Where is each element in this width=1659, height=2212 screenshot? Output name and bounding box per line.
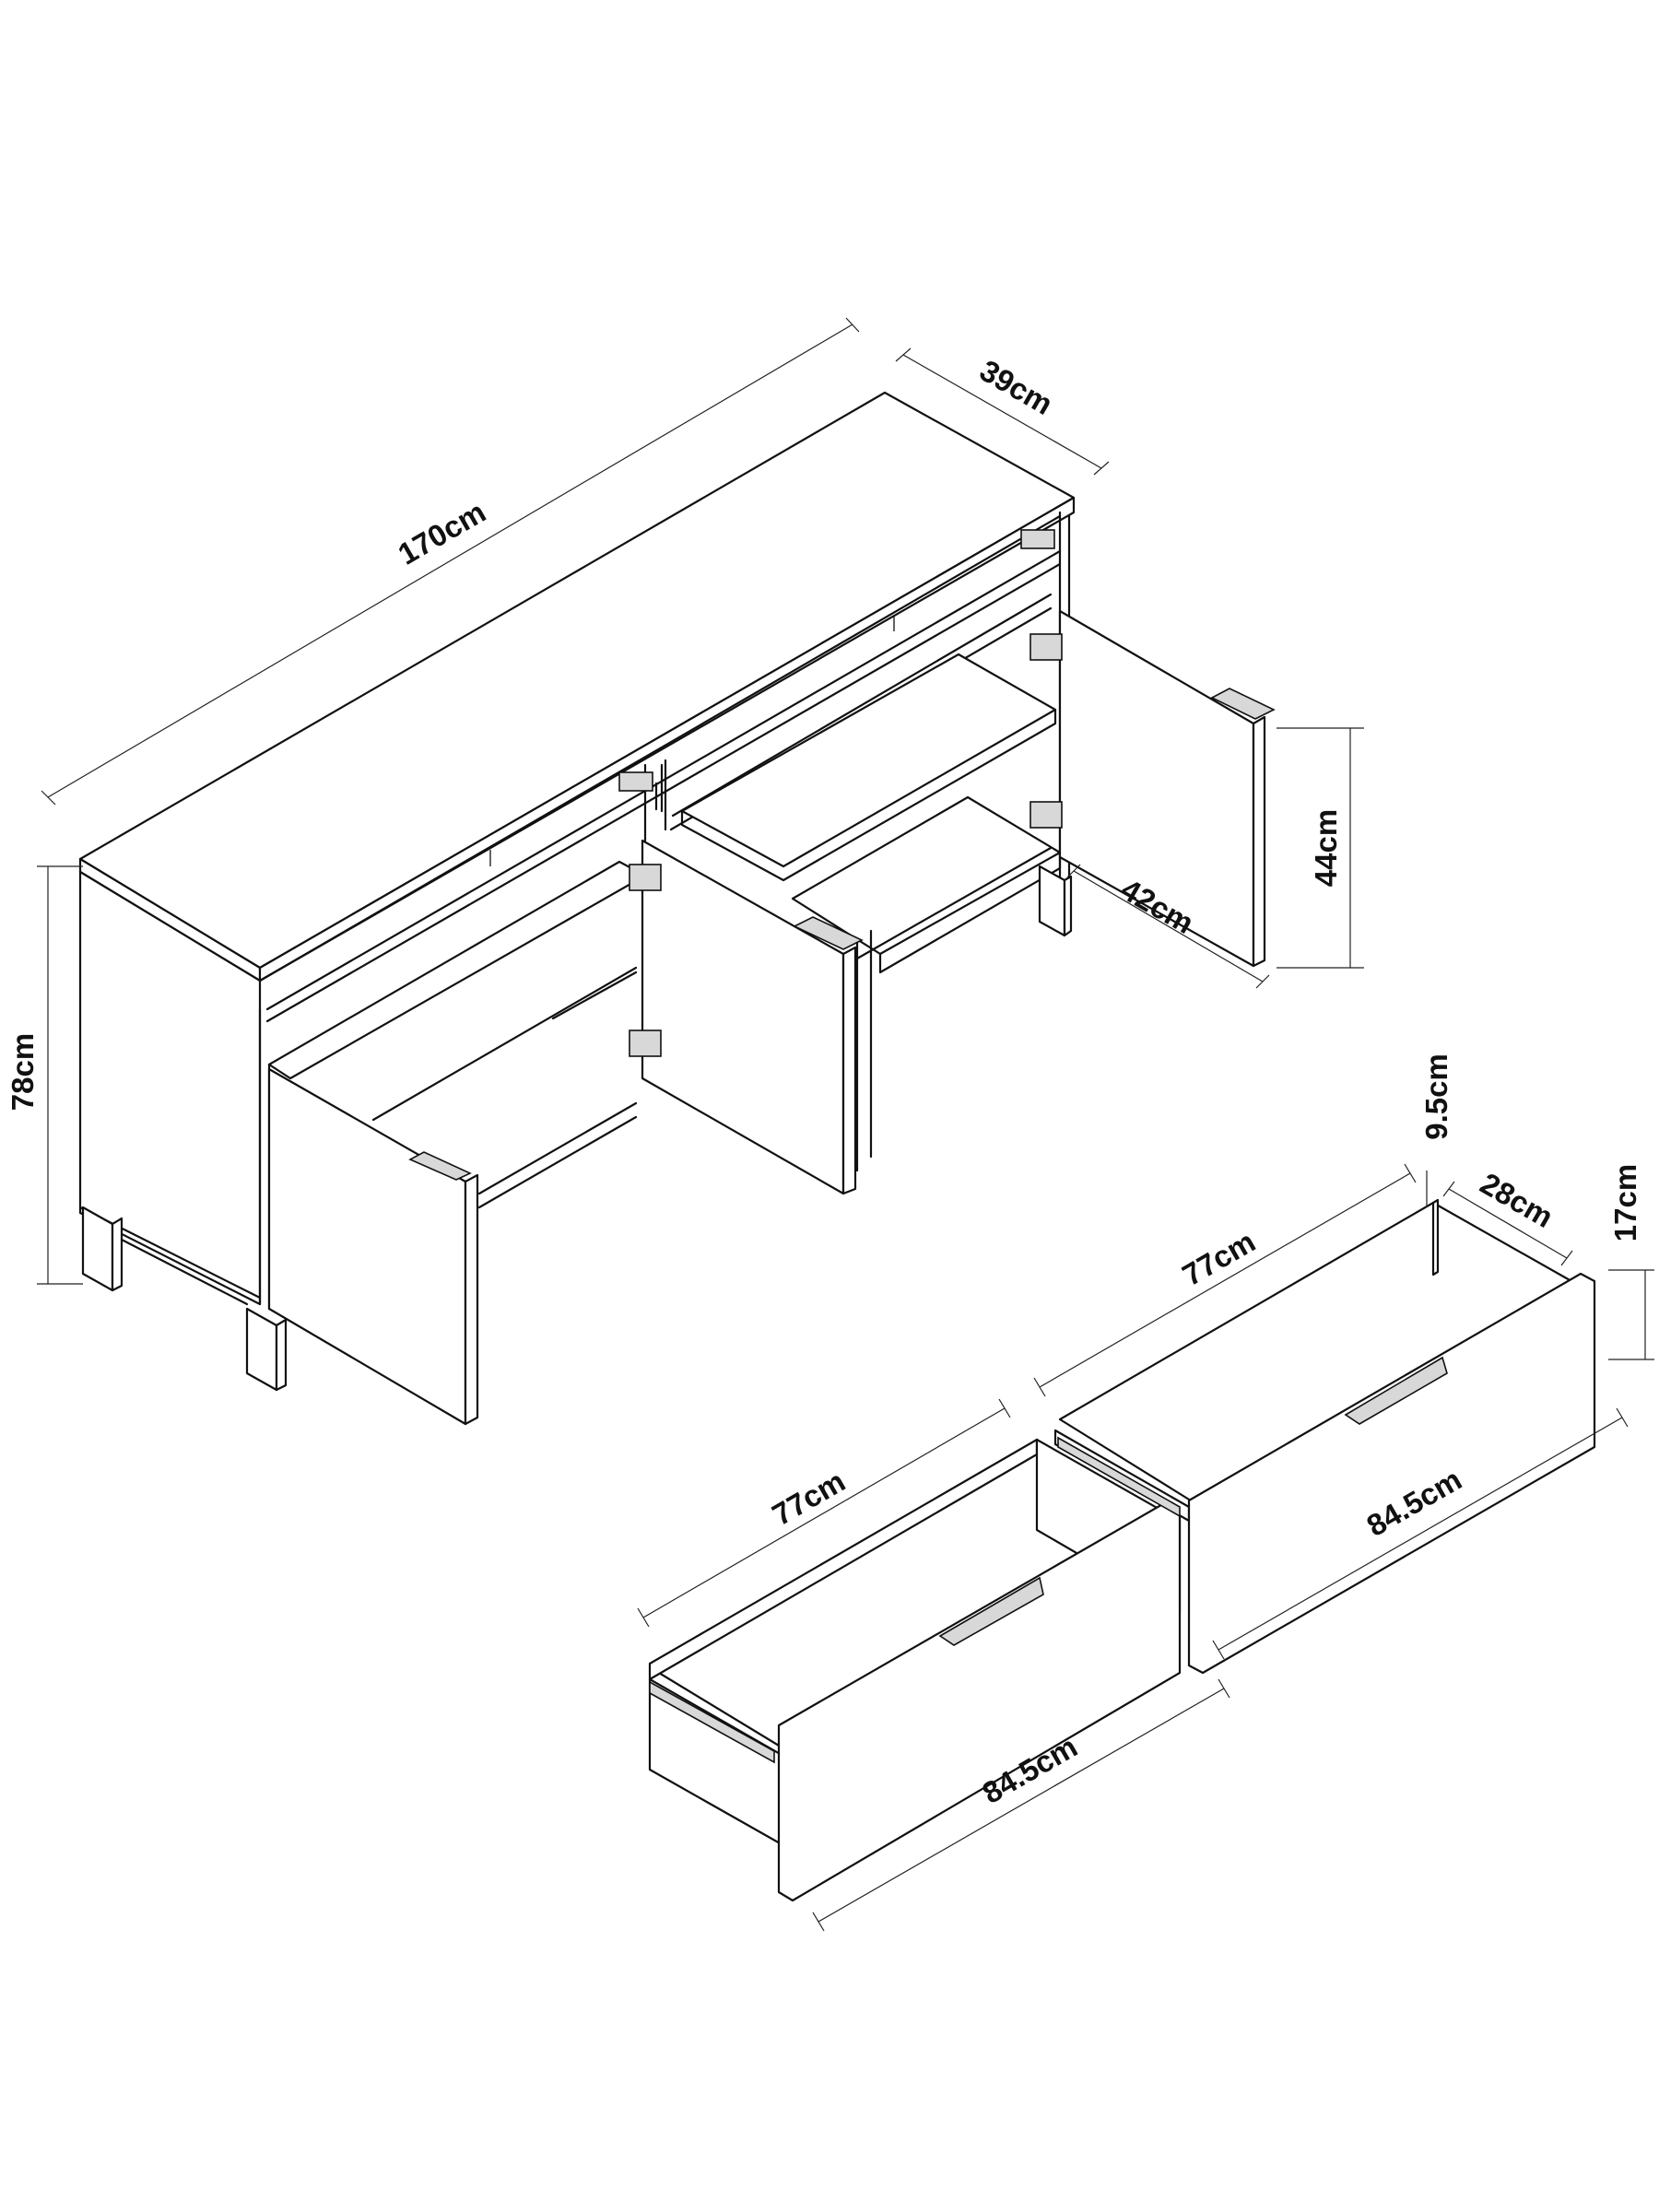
cabinet-legs [81,865,1073,1392]
middle-door-handle [793,916,864,950]
label-drawer-depth: 28cm [1475,1166,1559,1234]
middle-door-edge [841,946,857,1195]
drawer-2-runner [1057,1436,1181,1518]
sideboard-cabinet [78,391,1276,1426]
drawer-2 [1053,1198,1596,1675]
drawer-2-back [1431,1198,1440,1277]
drawer-2-handle [1344,1356,1448,1425]
label-cabinet-depth: 39cm [974,353,1059,421]
drawer-1-runner [649,1680,775,1764]
cabinet-top-side-edge [258,496,1076,982]
hinges [618,529,1063,1057]
left-door-handle [408,1151,472,1181]
label-drawer2-width: 77cm [1176,1224,1261,1292]
left-door-edge [464,1173,479,1426]
left-door-open [267,1067,467,1426]
drawer-2-front-panel [1187,1272,1596,1675]
label-cabinet-height: 78cm [6,1033,40,1111]
drawer-1 [648,1438,1182,1902]
right-door-edge [1252,715,1266,968]
drawer-1-handle [938,1576,1044,1646]
right-door-handle [1210,688,1276,720]
label-drawer-height: 17cm [1608,1164,1642,1241]
label-cabinet-width: 170cm [393,494,491,571]
label-drawer-inner-height: 9.5cm [1419,1053,1453,1140]
dimension-lines [37,317,1654,1932]
label-inner-height: 44cm [1309,809,1343,887]
